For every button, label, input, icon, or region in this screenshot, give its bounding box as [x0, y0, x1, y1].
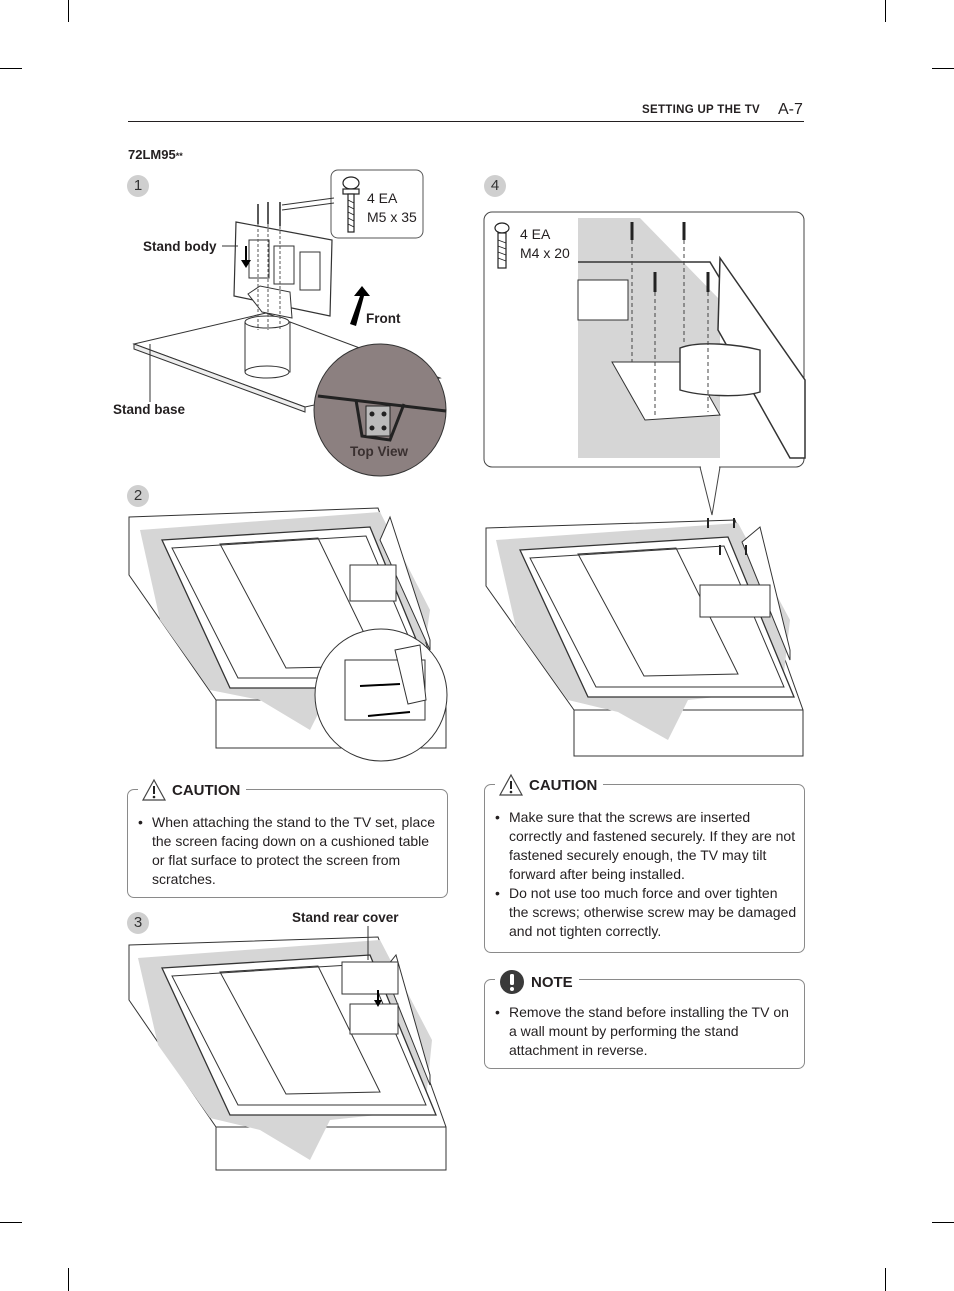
caution-title: CAUTION [495, 773, 604, 796]
crop-mark [0, 1222, 22, 1223]
list-item: Remove the stand before installing the T… [493, 1003, 798, 1060]
crop-mark [0, 68, 22, 69]
caution-list-right: Make sure that the screws are inserted c… [493, 808, 798, 941]
label-stand-rear-cover: Stand rear cover [292, 910, 399, 925]
step-2-badge: 2 [127, 485, 149, 507]
label-stand-base: Stand base [113, 402, 186, 417]
crop-mark [68, 1268, 69, 1291]
step-1-badge: 1 [127, 175, 149, 197]
step-3-badge: 3 [127, 912, 149, 934]
caution-box-right: CAUTION Make sure that the screws are in… [484, 773, 805, 953]
note-box: NOTE Remove the stand before installing … [484, 969, 805, 1069]
list-item: Make sure that the screws are inserted c… [493, 808, 798, 884]
caution-title: CAUTION [138, 778, 247, 801]
warning-icon [141, 778, 167, 801]
header-rule [128, 121, 804, 122]
section-title: SETTING UP THE TV [642, 104, 760, 116]
model-name: 72LM95** [128, 147, 183, 162]
step-4-badge: 4 [484, 175, 506, 197]
list-item: Do not use too much force and over tight… [493, 884, 798, 941]
label-stand-body: Stand body [143, 239, 217, 254]
warning-icon [498, 773, 524, 796]
crop-mark [885, 0, 886, 22]
page-number: A-7 [778, 101, 803, 118]
crop-mark [68, 0, 69, 22]
crop-mark [885, 1268, 886, 1291]
caution-list-left: When attaching the stand to the TV set, … [136, 813, 441, 889]
label-front: Front [366, 311, 401, 326]
crop-mark [932, 68, 954, 69]
caution-box-left: CAUTION When attaching the stand to the … [127, 778, 448, 898]
label-top-view: Top View [350, 444, 409, 459]
note-list: Remove the stand before installing the T… [493, 1003, 798, 1060]
exclamation-icon [500, 970, 524, 994]
crop-mark [932, 1222, 954, 1223]
list-item: When attaching the stand to the TV set, … [136, 813, 441, 889]
note-title: NOTE [495, 969, 579, 995]
